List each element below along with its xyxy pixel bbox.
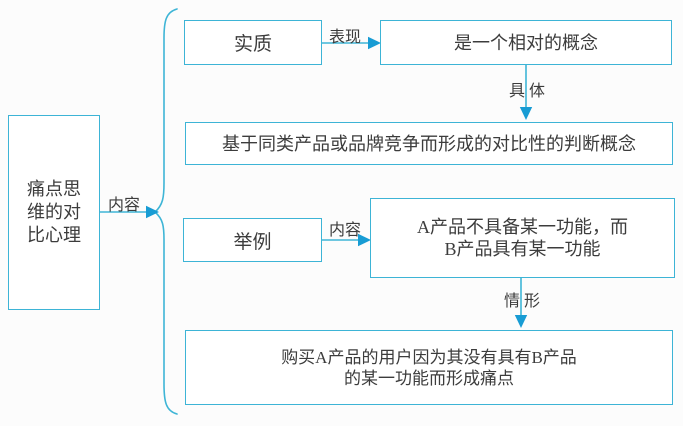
relative-concept-text: 是一个相对的概念 [454, 32, 598, 53]
product-comparison-text-line: B产品具有某一功能 [444, 239, 601, 259]
pain-point-box: 购买A产品的用户因为其没有具有B产品 的某一功能而形成痛点 [185, 330, 673, 405]
edge-label-content: 内容 [107, 197, 140, 214]
arrow-example [321, 233, 371, 247]
right-arrowhead-icon [146, 205, 159, 219]
down-arrowhead-icon [514, 315, 528, 328]
arrow-root [99, 205, 159, 219]
right-arrowhead-icon [358, 233, 371, 247]
essence-node-label: 实质 [233, 34, 272, 55]
root-node-box: 痛点思 维的对 比心理 [8, 115, 100, 310]
edge-label-situation: 情 形 [503, 293, 540, 310]
right-arrowhead-icon [368, 36, 381, 50]
root-node-text-line: 比心理 [27, 225, 81, 245]
edge-label-content-2: 内容 [328, 222, 361, 239]
pain-point-text-line: 购买A产品的用户因为其没有具有B产品 [281, 347, 577, 367]
essence-node-box: 实质 [184, 20, 322, 65]
root-node-text-line: 维的对 [27, 202, 81, 222]
relative-concept-box: 是一个相对的概念 [380, 20, 672, 65]
judgment-concept-text: 基于同类产品或品牌竞争而形成的对比性的判断概念 [222, 133, 636, 154]
arrow-essence [321, 36, 381, 50]
pain-point-text-line: 的某一功能而形成痛点 [344, 368, 514, 388]
root-node-text-line: 痛点思 [27, 179, 81, 199]
edge-label-concrete: 具 体 [508, 83, 545, 100]
product-comparison-box: A产品不具备某一功能，而 B产品具有某一功能 [370, 198, 675, 278]
judgment-concept-box: 基于同类产品或品牌竞争而形成的对比性的判断概念 [185, 122, 673, 165]
example-node-box: 举例 [183, 218, 322, 262]
example-node-label: 举例 [233, 231, 272, 253]
brace [153, 8, 178, 415]
arrow-concrete [519, 64, 533, 120]
product-comparison-text-line: A产品不具备某一功能，而 [417, 217, 628, 237]
down-arrowhead-icon [519, 107, 533, 120]
edge-label-manifestation: 表现 [328, 29, 361, 46]
arrow-situation [514, 277, 528, 328]
